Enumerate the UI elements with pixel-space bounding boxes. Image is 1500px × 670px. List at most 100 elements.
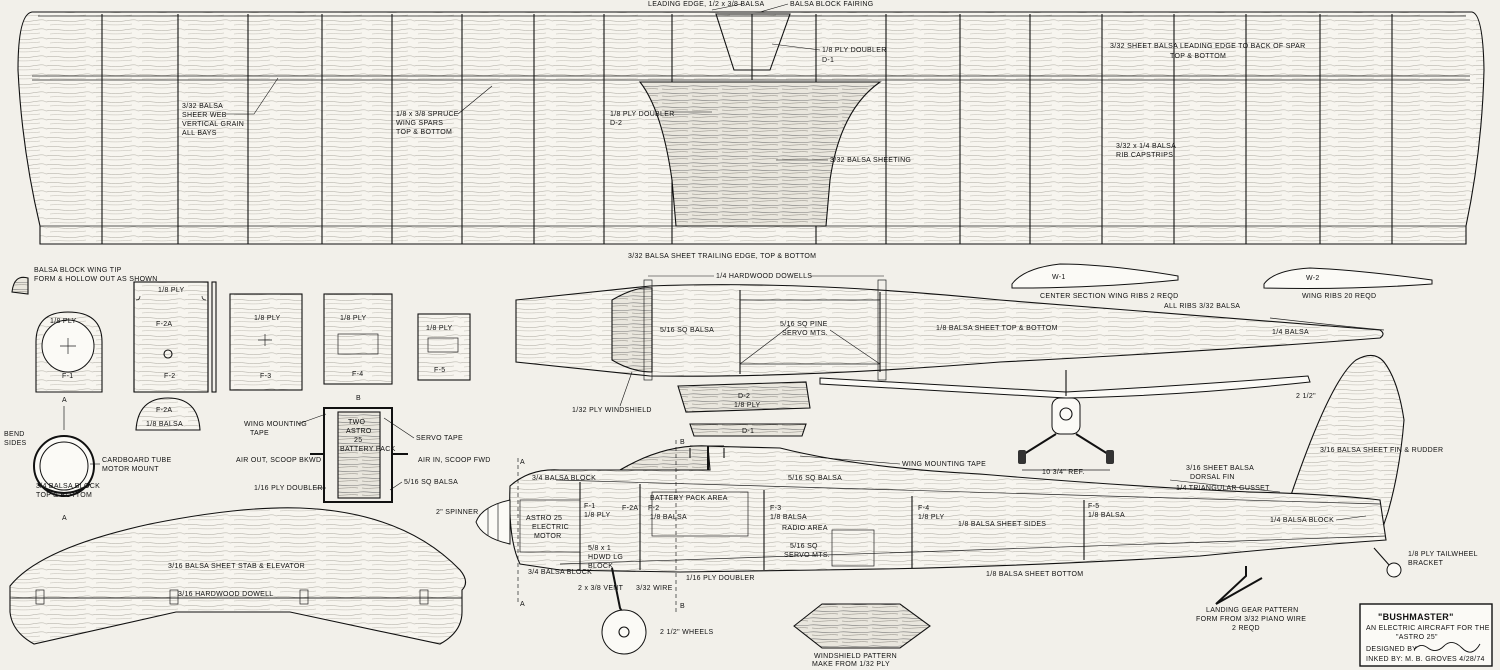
side-f4-material: 1/8 PLY	[918, 514, 945, 521]
tailwheel-label-2: BRACKET	[1408, 560, 1444, 567]
stab-outline	[9, 507, 467, 645]
sheeting-label: 3/32 BALSA SHEETING	[830, 157, 911, 164]
pine-label-2: SERVO MTS.	[782, 330, 828, 337]
tailwheel-label-1: 1/8 PLY TAILWHEEL	[1408, 551, 1478, 558]
gusset-label: 1/4 TRIANGULAR GUSSET	[1176, 485, 1270, 492]
title-motor: "ASTRO 25"	[1396, 634, 1438, 641]
air-in-label: AIR IN, SCOOP FWD	[418, 457, 491, 464]
wingtip-label-1: BALSA BLOCK WING TIP	[34, 267, 122, 274]
f3-material: 1/8 PLY	[254, 315, 281, 322]
trailing-edge-label: 3/32 BALSA SHEET TRAILING EDGE, TOP & BO…	[628, 253, 816, 260]
motor-label-1: ASTRO 25	[526, 515, 562, 522]
side-f2a-label: F-2A	[622, 505, 638, 512]
title-designed: DESIGNED BY	[1366, 646, 1417, 653]
bend-label-1: BEND	[4, 431, 25, 438]
spinner-label: 2" SPINNER	[436, 509, 478, 516]
top-sheet-label: 1/8 BALSA SHEET TOP & BOTTOM	[936, 325, 1058, 332]
side-wing-tape-label: WING MOUNTING TAPE	[902, 461, 986, 468]
doubler-d2-label-2: D-2	[610, 120, 622, 127]
f2-label: F-2	[164, 373, 175, 380]
battery-area-label: BATTERY PACK AREA	[650, 495, 728, 502]
motor-label-2: ELECTRIC	[532, 524, 569, 531]
sheet-le2-label: TOP & BOTTOM	[1170, 53, 1226, 60]
doubler-patterns: D-2 1/8 PLY D-1	[677, 381, 811, 437]
windshield-pattern-label-1: WINDSHIELD PATTERN	[814, 653, 897, 660]
f5-label: F-5	[434, 367, 445, 374]
cross-section-b: B TWO ASTRO 25 BATTERY PACK B WING MOUNT…	[236, 395, 491, 524]
radio-area-label: RADIO AREA	[782, 525, 828, 532]
f5-material: 1/8 PLY	[426, 325, 453, 332]
side-f1-label: F-1	[584, 503, 595, 510]
fuselage-side-view: A A B B 2 1/2" WING MOUNTING TAPE 5/16 S…	[436, 354, 1478, 655]
cross-sq-label: 5/16 SQ BALSA	[404, 479, 458, 486]
windshield-pattern-label-2: MAKE FROM 1/32 PLY	[812, 661, 890, 668]
tail-wheel	[1386, 562, 1402, 578]
canopy-top	[611, 287, 653, 373]
d1-pattern-label: D-1	[742, 428, 754, 435]
sides-label: 1/8 BALSA SHEET SIDES	[958, 521, 1046, 528]
landing-gear-pattern: LANDING GEAR PATTERN FORM FROM 3/32 PIAN…	[1196, 566, 1306, 632]
top-sq-label: 5/16 SQ BALSA	[660, 327, 714, 334]
rib-patterns: W-1 W-2 CENTER SECTION WING RIBS 2 REQD …	[1011, 263, 1433, 310]
canopy-side	[617, 445, 711, 471]
tail-block-label: 1/4 BALSA BLOCK	[1270, 517, 1334, 524]
center-ribs-label: CENTER SECTION WING RIBS 2 REQD	[1040, 293, 1178, 300]
sheet-le-label: 3/32 SHEET BALSA LEADING EDGE TO BACK OF…	[1110, 43, 1305, 50]
lg-pattern-label-2: FORM FROM 3/32 PIANO WIRE	[1196, 616, 1306, 623]
doubler-d1	[689, 423, 807, 437]
fin-rudder	[1289, 354, 1405, 537]
side-f5-material: 1/8 BALSA	[1088, 512, 1125, 519]
formers: 1/8 PLY F-1 1/8 PLY F-2A F-2 1/8 PLY F-3…	[35, 281, 471, 431]
side-doubler-label: 1/16 PLY DOUBLER	[686, 575, 755, 582]
f2a-small-label: F-2A	[156, 407, 172, 414]
wire-label: 3/32 WIRE	[636, 585, 673, 592]
shear-web-label-3: VERTICAL GRAIN	[182, 121, 244, 128]
side-f3-label: F-3	[770, 505, 781, 512]
block-label-2: TOP & BOTTOM	[36, 492, 92, 499]
former-f2a-small	[135, 397, 201, 431]
rib-w1-label: W-1	[1052, 274, 1066, 281]
windshield-shape	[793, 603, 931, 649]
designer-signature	[1413, 642, 1481, 653]
dim-label: 2 1/2"	[1296, 393, 1316, 400]
wingtip-label-2: FORM & HOLLOW OUT AS SHOWN	[34, 276, 158, 283]
windshield-label: 1/32 PLY WINDSHIELD	[572, 407, 652, 414]
wing-tape-label-2: TAPE	[250, 430, 269, 437]
lg-pattern-label-1: LANDING GEAR PATTERN	[1206, 607, 1298, 614]
pine-label-1: 5/16 SQ PINE	[780, 321, 828, 328]
stab-dowel-label: 3/16 HARDWOOD DOWELL	[178, 591, 273, 598]
fuselage-top-view: 1/4 HARDWOOD DOWELLS 5/16 SQ BALSA 5/16 …	[515, 273, 1385, 414]
battery-label-1: TWO	[348, 419, 365, 426]
f4-material: 1/8 PLY	[340, 315, 367, 322]
rib-w1	[1011, 263, 1179, 289]
wheels-label: 2 1/2" WHEELS	[660, 629, 713, 636]
side-f4-label: F-4	[918, 505, 929, 512]
dowels-label: 1/4 HARDWOOD DOWELLS	[716, 273, 812, 280]
shear-web-label-1: 3/32 BALSA	[182, 103, 223, 110]
wing-plan: LEADING EDGE, 1/2 x 3/8 BALSA BALSA BLOC…	[17, 1, 1485, 260]
side-section-a-bottom: A	[520, 601, 525, 608]
side-f3-material: 1/8 BALSA	[770, 514, 807, 521]
main-wheel	[601, 609, 647, 655]
wing-ribs-label: WING RIBS 20 REQD	[1302, 293, 1376, 300]
battery-label-3: 25	[354, 437, 362, 444]
d2-material: 1/8 PLY	[734, 402, 761, 409]
section-b-top: B	[356, 395, 361, 402]
side-f2-label: F-2	[648, 505, 659, 512]
block-fairing-label: BALSA BLOCK FAIRING	[790, 1, 874, 8]
former-f4	[323, 293, 393, 385]
d2-label: D-2	[738, 393, 750, 400]
spars-label-3: TOP & BOTTOM	[396, 129, 452, 136]
f1-material: 1/8 PLY	[50, 318, 77, 325]
side-block-top-label: 3/4 BALSA BLOCK	[532, 475, 596, 482]
f2a-small-material: 1/8 BALSA	[146, 421, 183, 428]
side-f2-material: 1/8 BALSA	[650, 514, 687, 521]
front-wing	[819, 375, 1311, 399]
side-sq-label: 5/16 SQ BALSA	[788, 475, 842, 482]
all-ribs-label: ALL RIBS 3/32 BALSA	[1164, 303, 1240, 310]
battery-label-2: ASTRO	[346, 428, 372, 435]
shear-web-label-4: ALL BAYS	[182, 130, 217, 137]
side-servo-label-1: 5/16 SQ	[790, 543, 818, 550]
f2-material: 1/8 PLY	[158, 287, 185, 294]
